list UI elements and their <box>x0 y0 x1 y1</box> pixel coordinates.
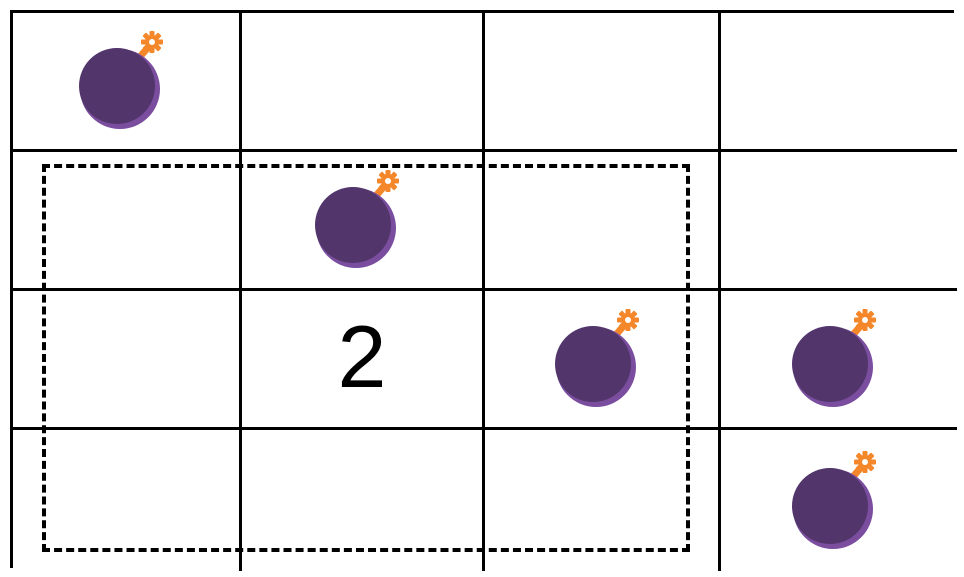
cell-r2-c2[interactable] <box>242 152 485 291</box>
cell-r4-c4[interactable] <box>721 430 957 571</box>
cell-r3-c1[interactable] <box>13 291 242 430</box>
cell-r4-c3[interactable] <box>485 430 721 571</box>
cell-r2-c4[interactable] <box>721 152 957 291</box>
bomb-icon <box>79 31 163 129</box>
cell-r3-c3[interactable] <box>485 291 721 430</box>
cell-r1-c1[interactable] <box>13 13 242 152</box>
bomb-icon <box>792 450 876 549</box>
bomb-icon <box>315 170 399 268</box>
cell-r1-c4[interactable] <box>721 13 957 152</box>
cell-number: 2 <box>337 307 387 407</box>
cell-r4-c2[interactable] <box>242 430 485 571</box>
cell-r3-c4[interactable] <box>721 291 957 430</box>
cell-r1-c2[interactable] <box>242 13 485 152</box>
minesweeper-board: 2 <box>10 10 957 571</box>
cell-r1-c3[interactable] <box>485 13 721 152</box>
cell-r2-c3[interactable] <box>485 152 721 291</box>
bomb-icon <box>554 309 639 407</box>
cell-r2-c1[interactable] <box>13 152 242 291</box>
cell-r4-c1[interactable] <box>13 430 242 571</box>
bomb-icon <box>792 309 876 407</box>
cell-r3-c2[interactable]: 2 <box>242 291 485 430</box>
